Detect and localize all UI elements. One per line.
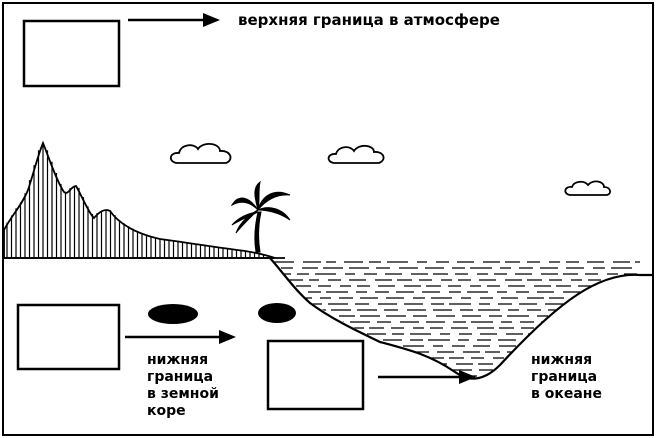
label-upper-boundary-atmosphere: верхняя граница в атмосфере bbox=[238, 11, 500, 29]
cloud-icon bbox=[564, 180, 611, 196]
mountain bbox=[3, 140, 276, 259]
palm-tree-icon bbox=[230, 180, 291, 253]
arrow-ocean bbox=[378, 370, 476, 384]
arrow-crust bbox=[125, 330, 236, 344]
cloud-icon bbox=[169, 143, 232, 164]
deposit-icon bbox=[148, 304, 198, 324]
answer-box-ocean[interactable] bbox=[266, 339, 365, 411]
deposit-icon bbox=[258, 303, 296, 323]
label-lower-boundary-crust: нижняя граница в земной коре bbox=[147, 352, 219, 419]
cloud-icon bbox=[327, 144, 385, 164]
answer-box-crust[interactable] bbox=[16, 303, 121, 371]
label-lower-boundary-ocean: нижняя граница в океане bbox=[531, 352, 602, 402]
seabed-profile bbox=[269, 257, 653, 380]
answer-box-atmosphere[interactable] bbox=[22, 19, 121, 88]
arrow-atmosphere bbox=[128, 13, 220, 27]
